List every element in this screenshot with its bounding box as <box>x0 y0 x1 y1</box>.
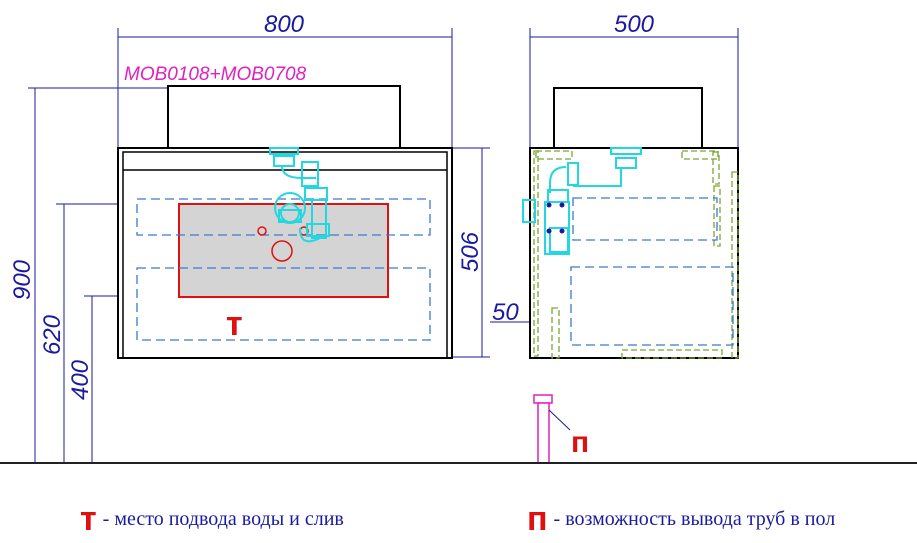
floor-pipe-cap <box>533 394 553 404</box>
dim-50: 50 <box>492 299 519 326</box>
legend-mark-p: п <box>527 500 548 538</box>
dim-620: 620 <box>39 314 66 355</box>
front-view: т <box>117 85 453 359</box>
dim-800: 800 <box>264 11 305 38</box>
model-label: MOB0108+MOB0708 <box>124 64 307 85</box>
floor-pipe <box>537 402 550 464</box>
side-view: п <box>522 87 739 464</box>
basin-front <box>167 85 401 149</box>
marker-p: п <box>571 426 589 459</box>
basin-side <box>553 87 703 149</box>
dimension-lines <box>28 28 739 463</box>
siphon-front <box>269 147 330 243</box>
hidden-panels <box>533 150 739 359</box>
legend-mark-t: т <box>80 500 97 538</box>
legend-text-p: - возможность вывода труб в пол <box>553 508 836 530</box>
dim-900: 900 <box>9 259 36 300</box>
marker-t: т <box>226 305 243 343</box>
dim-400: 400 <box>67 359 94 400</box>
siphon-side <box>522 147 642 255</box>
dim-500: 500 <box>614 11 655 38</box>
legend-item-p: п - возможность вывода труб в пол <box>527 500 835 539</box>
legend-text-t: - место подвода воды и слив <box>102 508 344 530</box>
dim-506: 506 <box>457 231 484 272</box>
legend-item-t: т - место подвода воды и слив <box>80 500 344 539</box>
